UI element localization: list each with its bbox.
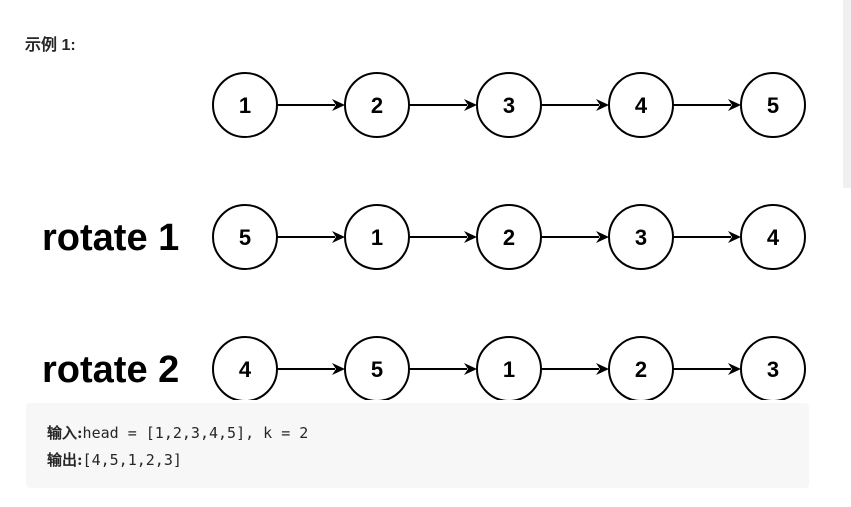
list-node-value: 3 xyxy=(635,225,647,250)
scrollbar-track[interactable] xyxy=(843,0,851,507)
list-node-value: 5 xyxy=(371,357,383,382)
list-node-circle xyxy=(476,336,542,400)
output-line: 输出:[4,5,1,2,3] xyxy=(47,447,809,474)
list-node-circle xyxy=(344,336,410,400)
row-label: rotate 2 xyxy=(42,349,179,391)
arrowhead-icon xyxy=(464,231,477,243)
scrollbar-thumb[interactable] xyxy=(843,0,851,188)
list-node-value: 1 xyxy=(239,93,251,118)
arrowhead-icon xyxy=(596,99,609,111)
list-node-circle xyxy=(344,72,410,138)
list-node-circle xyxy=(212,204,278,270)
row-label: rotate 1 xyxy=(42,217,179,259)
arrowhead-icon xyxy=(332,99,345,111)
arrowhead-icon xyxy=(728,99,741,111)
example-code-block: 输入:head = [1,2,3,4,5], k = 2 输出:[4,5,1,2… xyxy=(26,403,809,488)
list-node-circle xyxy=(212,72,278,138)
output-value: [4,5,1,2,3] xyxy=(82,451,182,469)
list-node-value: 3 xyxy=(503,93,515,118)
arrowhead-icon xyxy=(332,231,345,243)
example-heading: 示例 1: xyxy=(25,37,76,54)
list-node-circle xyxy=(608,336,674,400)
arrowhead-icon xyxy=(728,231,741,243)
arrowhead-icon xyxy=(332,363,345,375)
list-node-circle xyxy=(476,204,542,270)
list-node-value: 4 xyxy=(767,225,780,250)
list-node-value: 4 xyxy=(635,93,648,118)
list-node-circle xyxy=(740,336,806,400)
arrowhead-icon xyxy=(464,363,477,375)
list-node-circle xyxy=(740,72,806,138)
list-node-value: 1 xyxy=(503,357,515,382)
input-label: 输入: xyxy=(47,424,83,442)
list-node-value: 2 xyxy=(371,93,383,118)
list-node-value: 1 xyxy=(371,225,383,250)
list-node-circle xyxy=(476,72,542,138)
rotate-list-diagram: 1 2 3 4 5 rotate 1 5 1 2 3 4 rotate 2 4 5 1 2 3 xyxy=(42,72,806,400)
arrowhead-icon xyxy=(728,363,741,375)
list-node-circle xyxy=(344,204,410,270)
list-node-value: 5 xyxy=(767,93,779,118)
input-value: head = [1,2,3,4,5], k = 2 xyxy=(82,424,309,442)
list-node-value: 4 xyxy=(239,357,252,382)
list-node-circle xyxy=(740,204,806,270)
list-node-value: 2 xyxy=(635,357,647,382)
list-node-value: 5 xyxy=(239,225,251,250)
arrowhead-icon xyxy=(596,231,609,243)
arrowhead-icon xyxy=(596,363,609,375)
arrowhead-icon xyxy=(464,99,477,111)
list-node-circle xyxy=(608,204,674,270)
list-node-value: 3 xyxy=(767,357,779,382)
list-node-value: 2 xyxy=(503,225,515,250)
list-node-circle xyxy=(608,72,674,138)
input-line: 输入:head = [1,2,3,4,5], k = 2 xyxy=(47,420,809,447)
list-node-circle xyxy=(212,336,278,400)
output-label: 输出: xyxy=(47,451,83,469)
